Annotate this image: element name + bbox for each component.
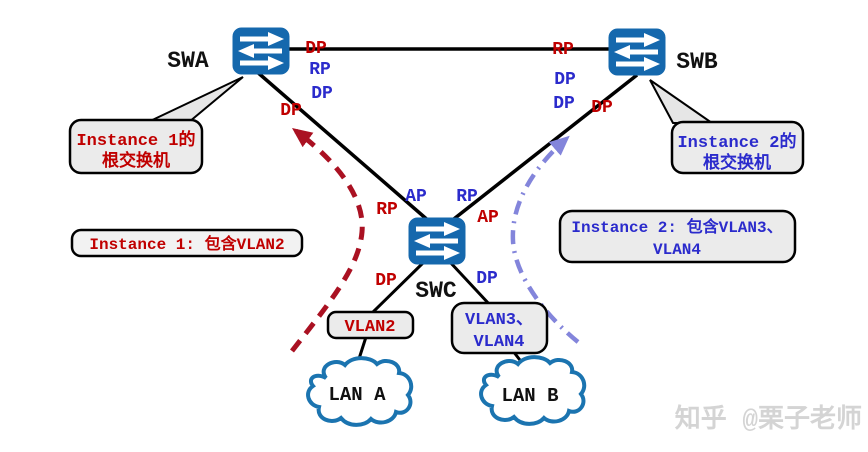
callout-instance1-line1: Instance 1的 [76,129,195,151]
port-swc-to-swb-inst2: RP [456,187,478,207]
vlan34-label-line2: VLAN4 [473,333,524,352]
callout-instance2-root-box [670,120,805,175]
instance1-path-arrow [290,128,365,353]
port-swb-to-swc-inst1: DP [591,98,613,118]
lan-b-label: LAN B [501,385,558,407]
vlan2-box [326,310,415,340]
switch-icon-swa [233,28,290,75]
link-swa-swc [254,69,432,224]
port-swa-to-swb-inst1: DP [305,39,327,59]
instance1-definition-text: Instance 1: 包含VLAN2 [89,234,284,254]
port-swc-to-swa-inst2: AP [405,187,427,207]
callout-instance1-line2: 根交换机 [102,150,170,172]
vlan34-label-line1: VLAN3、 [465,311,533,330]
switch-icon-swc [409,218,466,265]
lan-a-label: LAN A [328,384,386,406]
port-swc-to-lan-a-inst1: DP [375,271,397,291]
swa-label: SWA [167,48,209,74]
vlan34-box [450,301,549,355]
callout-instance1-root-box [68,118,204,175]
swc-label: SWC [415,278,457,304]
callout-instance2-line2: 根交换机 [703,152,771,174]
link-swb-swc [448,73,639,224]
vlan2-label: VLAN2 [344,318,395,337]
callout-tail-instance1 [145,76,244,124]
port-swa-to-swc-inst1: DP [280,101,302,121]
link-swc-vlan2 [369,259,427,316]
zhihu-watermark: 知乎 @栗子老师 [675,404,862,435]
port-swb-to-swc-inst2: DP [553,94,575,114]
instance2-path-arrow [510,135,580,344]
switch-icon-swb [609,29,666,76]
port-swc-to-swa-inst1: RP [376,200,398,220]
instance1-definition-box [70,228,304,258]
instance2-definition-box [558,209,797,264]
swb-label: SWB [676,49,718,75]
port-swa-to-swb-inst2: RP [309,60,331,80]
callout-tail-instance2 [649,79,716,124]
port-swc-to-swb-inst1: AP [477,208,499,228]
port-swb-to-swa-inst1: RP [552,40,574,60]
instance2-definition-line1: Instance 2: 包含VLAN3、 [571,217,782,237]
instance2-definition-line2: VLAN4 [653,241,701,259]
callout-instance2-line1: Instance 2的 [677,131,796,153]
port-swb-to-swa-inst2: DP [554,70,576,90]
port-swc-to-lan-b-inst2: DP [476,269,498,289]
link-swc-vlan34 [447,259,492,307]
port-swa-to-swc-inst2: DP [311,84,333,104]
